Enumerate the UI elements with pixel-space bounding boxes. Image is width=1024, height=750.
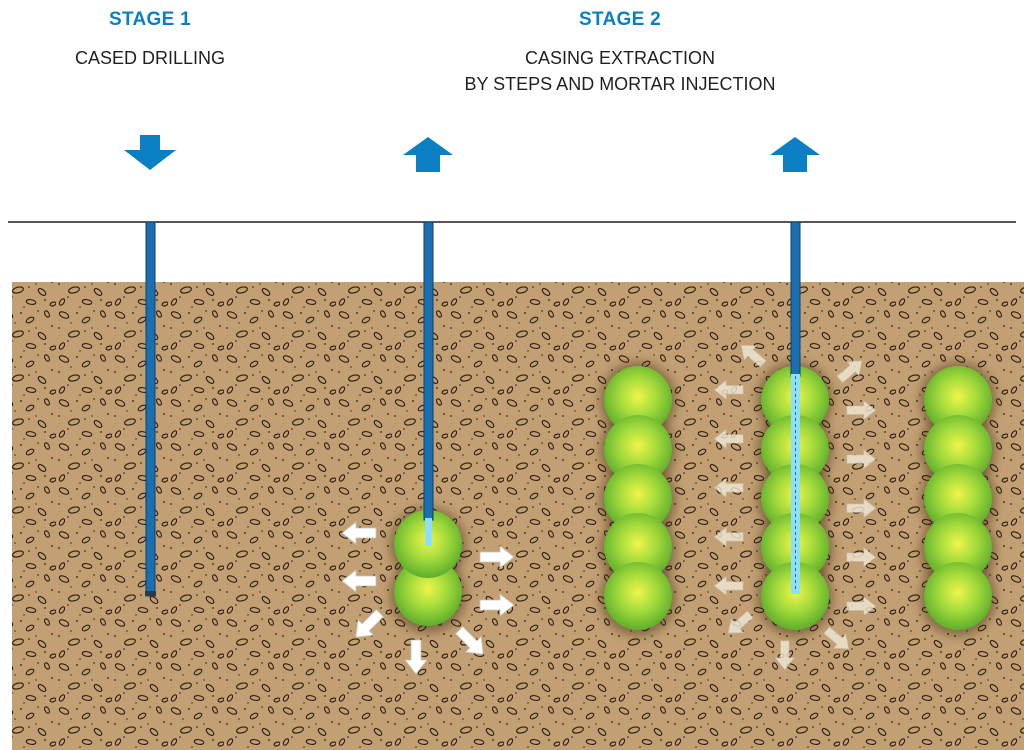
grout-bulb xyxy=(924,366,992,434)
grout-bulb xyxy=(394,558,462,626)
grout-bulb xyxy=(924,513,992,581)
grout-bulb xyxy=(604,562,672,630)
grout-bulb xyxy=(924,415,992,483)
casing-pipe-stage-2b xyxy=(790,221,801,594)
grout-column-left xyxy=(600,362,676,636)
grout-bulb xyxy=(761,562,829,630)
stage-2-description-line-1: CASING EXTRACTION xyxy=(524,48,716,68)
casing-pipe-stage-1 xyxy=(145,221,156,597)
grout-bulb xyxy=(604,513,672,581)
grout-bulb xyxy=(604,464,672,532)
grout-bulb xyxy=(924,562,992,630)
arrow-up-icon xyxy=(770,137,820,172)
grout-bulb xyxy=(924,464,992,532)
grout-bulb xyxy=(604,415,672,483)
grout-bulb xyxy=(604,366,672,434)
arrow-down-icon xyxy=(124,135,176,170)
soil-gravel-texture xyxy=(12,282,1024,750)
stage-1-description-line: CASED DRILLING xyxy=(74,48,226,68)
arrow-up-icon xyxy=(403,137,453,172)
stage-2-description: CASING EXTRACTION BY STEPS AND MORTAR IN… xyxy=(420,45,820,97)
grout-column-middle xyxy=(757,362,833,636)
stage-1-description: CASED DRILLING xyxy=(50,45,250,71)
stage-2-description-line-2: BY STEPS AND MORTAR INJECTION xyxy=(464,74,776,94)
stage-1-title: STAGE 1 xyxy=(109,9,191,30)
casing-pipe-stage-2a xyxy=(423,221,434,546)
grout-column-right xyxy=(920,362,996,636)
stage-2-title: STAGE 2 xyxy=(579,9,661,30)
